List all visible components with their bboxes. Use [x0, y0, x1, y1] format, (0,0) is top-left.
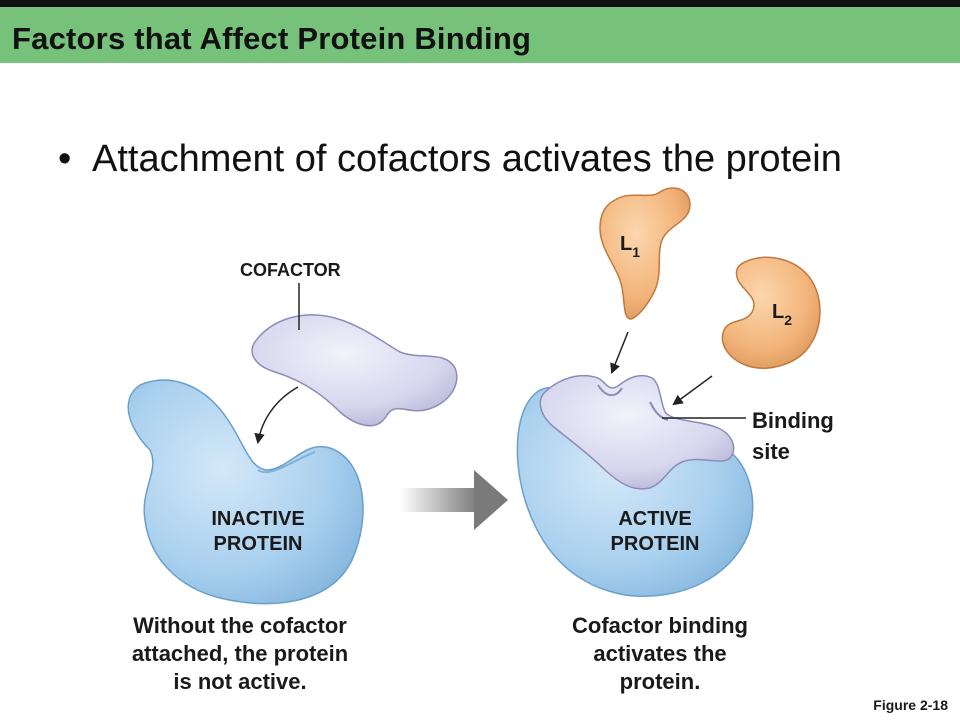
active-label-line2: PROTEIN	[611, 533, 700, 555]
title-bar: Factors that Affect Protein Binding	[0, 7, 960, 63]
left-caption-line3: is not active.	[173, 669, 306, 694]
cofactor-label: COFACTOR	[240, 260, 341, 280]
left-caption-line2: attached, the protein	[132, 641, 348, 666]
ligand-1-shape	[599, 187, 691, 320]
figure-reference: Figure 2-18	[873, 697, 948, 713]
inactive-label-line2: PROTEIN	[214, 533, 303, 555]
ligand-2-shape	[721, 256, 821, 369]
inactive-protein-shape	[127, 379, 364, 605]
ligand-1-arrow-icon	[610, 331, 629, 374]
ligand-1-letter: L	[620, 233, 632, 255]
binding-site-label-line2: site	[752, 439, 790, 464]
attached-cofactor-shape	[539, 374, 735, 490]
ligand-1-subscript: 1	[632, 244, 640, 260]
right-caption-line1: Cofactor binding	[572, 613, 748, 638]
right-caption-line2: activates the	[593, 641, 726, 666]
active-label-line1: ACTIVE	[618, 508, 691, 530]
ligand-2-arrow-icon	[672, 375, 713, 406]
ligand-2-subscript: 2	[784, 312, 792, 328]
binding-site-label-line1: Binding	[752, 408, 834, 433]
ligand-2-label: L2	[772, 301, 792, 328]
cofactor-arrow-icon	[254, 386, 299, 445]
bullet-point: • Attachment of cofactors activates the p…	[58, 138, 842, 181]
ligand-1-label: L1	[620, 233, 640, 260]
ligand-2-letter: L	[772, 301, 784, 323]
bullet-text: Attachment of cofactors activates the pr…	[92, 138, 842, 180]
top-border-line	[0, 0, 960, 7]
inactive-label-line1: INACTIVE	[211, 508, 304, 530]
right-caption-line3: protein.	[620, 669, 701, 694]
transition-arrow-icon	[400, 470, 508, 530]
left-caption-line1: Without the cofactor	[133, 613, 347, 638]
cofactor-shape	[251, 314, 458, 427]
slide-title: Factors that Affect Protein Binding	[12, 21, 532, 56]
bullet-dot-icon: •	[58, 138, 72, 180]
